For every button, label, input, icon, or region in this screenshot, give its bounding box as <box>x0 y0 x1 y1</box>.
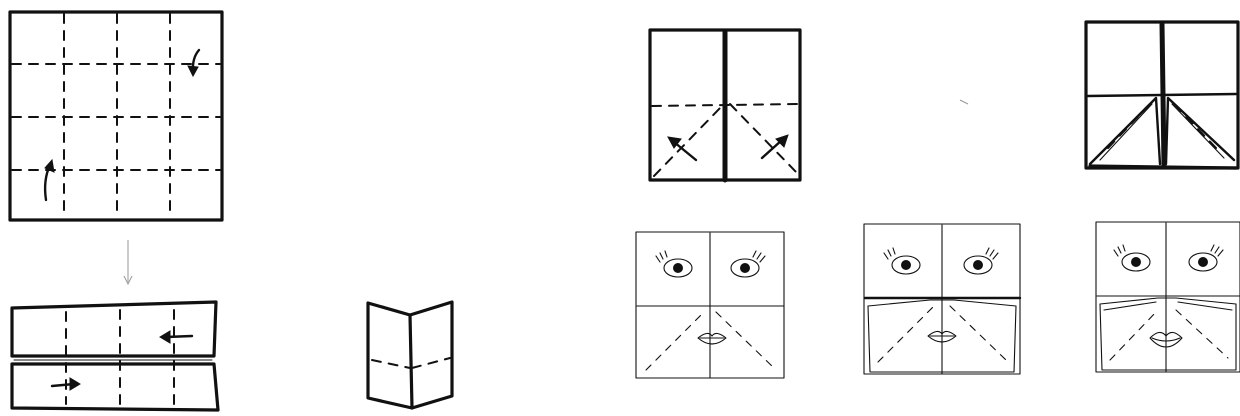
fold-arrow-icon <box>160 331 192 343</box>
eye-icon <box>1189 245 1223 271</box>
mouth-icon <box>698 333 726 344</box>
step1-square-grid <box>10 12 222 220</box>
step4-corner-folds <box>650 30 800 180</box>
step3-folded-strip <box>368 302 452 408</box>
step5-corners-folded <box>1086 22 1238 168</box>
eye-icon <box>964 248 998 274</box>
eye-icon <box>656 251 692 277</box>
grid-crease-lines <box>12 14 220 218</box>
face-drawing-1 <box>636 232 784 378</box>
step-connector-line <box>124 240 132 284</box>
fold-arrow-icon <box>762 135 788 158</box>
step2-edges-folded <box>12 302 218 410</box>
eye-icon <box>884 248 920 274</box>
fold-arrow-icon <box>45 160 54 200</box>
face-drawing-3 <box>1096 222 1240 372</box>
bottom-flap-outline <box>12 364 218 410</box>
top-flap-outline <box>12 302 216 356</box>
eye-icon <box>731 251 765 277</box>
eye-icon <box>1114 245 1150 271</box>
face-drawing-2 <box>864 224 1020 374</box>
